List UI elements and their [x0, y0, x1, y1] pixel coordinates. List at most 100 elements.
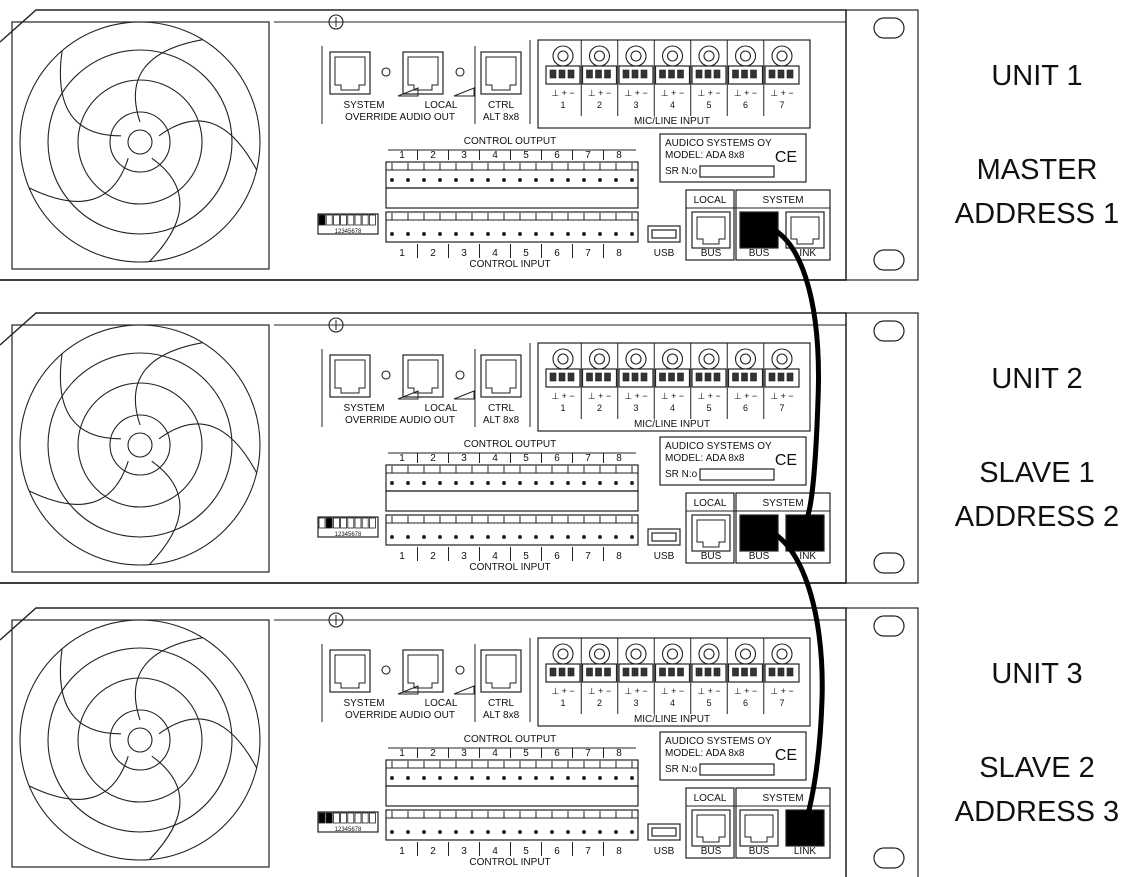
unit-3-address: ADDRESS 3	[940, 793, 1134, 831]
mic-pin-markings: ⊥ + −	[770, 391, 793, 401]
mic-connector-pin	[669, 373, 675, 381]
dip-switch-6	[355, 518, 361, 528]
mic-gain-knob-center-4	[668, 354, 678, 364]
mic-connector-pin	[733, 70, 739, 78]
fan-blade-strut	[60, 51, 121, 136]
local-bus-label: BUS	[701, 846, 722, 857]
control-input-screw	[407, 233, 410, 236]
fan-guard-ring-2	[78, 678, 202, 802]
mic-pin-markings: ⊥ + −	[734, 686, 757, 696]
mic-connector-pin	[714, 373, 720, 381]
mic-connector-pin	[778, 668, 784, 676]
control-input-screw	[455, 831, 458, 834]
mic-pin-markings: ⊥ + −	[551, 686, 574, 696]
dip-switch-8	[369, 813, 375, 823]
control-input-screw	[583, 536, 586, 539]
mic-connector-pin	[550, 373, 556, 381]
mic-connector-pin	[641, 668, 647, 676]
fan-guard-ring-2	[78, 383, 202, 507]
override-local-trim-icon	[456, 68, 464, 76]
ce-mark: CE	[775, 747, 797, 764]
control-output-screw	[455, 777, 458, 780]
control-input-screw	[519, 233, 522, 236]
override-system-port	[330, 355, 370, 397]
control-input-screw	[599, 233, 602, 236]
dip-switch-numbers: 12345678	[335, 532, 362, 538]
mic-gain-knob-center-4	[668, 649, 678, 659]
mic-connector-pin	[669, 70, 675, 78]
control-input-number: 4	[492, 248, 498, 259]
ctrl-alt-port-socket	[486, 655, 516, 688]
mic-connector-pin	[787, 373, 793, 381]
dip-switch-5	[348, 518, 354, 528]
control-input-number: 4	[492, 846, 498, 857]
system-header-label: SYSTEM	[762, 793, 803, 804]
control-input-screw	[471, 233, 474, 236]
ctrl-alt-port	[481, 355, 521, 397]
mic-connector-pin	[605, 668, 611, 676]
unit-1-label: UNIT 1	[940, 57, 1134, 95]
dip-switch-6	[355, 215, 361, 225]
mic-line-input-label: MIC/LINE INPUT	[634, 419, 710, 430]
fan-guard-frame	[12, 325, 269, 572]
mic-pin-markings: ⊥ + −	[661, 391, 684, 401]
mic-channel-number: 4	[670, 698, 675, 708]
control-input-screw	[487, 233, 490, 236]
control-output-number: 8	[616, 150, 622, 161]
control-input-screw	[503, 831, 506, 834]
mic-pin-markings: ⊥ + −	[734, 391, 757, 401]
control-output-screw	[407, 482, 410, 485]
control-output-screw	[471, 777, 474, 780]
control-input-number: 2	[430, 551, 436, 562]
control-output-screw	[631, 482, 634, 485]
override-group-label: OVERRIDE AUDIO OUT	[345, 112, 455, 123]
control-output-number: 5	[523, 748, 529, 759]
mic-gain-knob-4	[663, 644, 683, 664]
ctrl-alt-port	[481, 650, 521, 692]
rack-ear	[846, 608, 918, 877]
rack-ear-slot-top	[874, 18, 904, 38]
override-system-label: SYSTEM	[343, 100, 384, 111]
system-header-label: SYSTEM	[762, 498, 803, 509]
control-output-screw	[423, 179, 426, 182]
mic-gain-knob-5	[699, 349, 719, 369]
fan-guard-ring-3	[48, 648, 232, 832]
mic-gain-knob-center-3	[631, 649, 641, 659]
fan-hub	[128, 130, 152, 154]
override-group-label: OVERRIDE AUDIO OUT	[345, 710, 455, 721]
dip-switch-1	[319, 518, 325, 528]
mic-pin-markings: ⊥ + −	[588, 686, 611, 696]
system-bus-port-socket	[745, 815, 773, 842]
dip-switch-7	[362, 518, 368, 528]
override-system-port-socket	[335, 655, 365, 688]
usb-label: USB	[654, 846, 675, 857]
mic-connector-pin	[751, 668, 757, 676]
ctrl-alt-label: ALT 8x8	[483, 710, 520, 721]
system-level-wedge-icon	[398, 686, 418, 694]
unit-2-address: ADDRESS 2	[940, 498, 1134, 536]
mic-connector-pin	[596, 668, 602, 676]
mic-connector-pin	[696, 668, 702, 676]
mic-channel-number: 7	[779, 100, 784, 110]
mic-gain-knob-center-2	[595, 649, 605, 659]
control-input-screw	[567, 536, 570, 539]
fan-hub	[128, 728, 152, 752]
control-output-screw	[599, 482, 602, 485]
mic-connector-pin	[678, 373, 684, 381]
mic-gain-knob-center-6	[741, 354, 751, 364]
control-output-screw	[407, 777, 410, 780]
control-output-screw	[487, 482, 490, 485]
mic-connector-pin	[751, 373, 757, 381]
mic-connector-pin	[742, 373, 748, 381]
mic-pin-markings: ⊥ + −	[588, 391, 611, 401]
mic-gain-knob-5	[699, 644, 719, 664]
local-bus-label: BUS	[701, 248, 722, 259]
control-output-screw	[519, 179, 522, 182]
control-output-screw	[535, 482, 538, 485]
control-output-screw	[455, 179, 458, 182]
dip-switch-7	[362, 813, 368, 823]
mic-connector-pin	[559, 70, 565, 78]
control-output-screw	[631, 777, 634, 780]
control-input-screw	[471, 831, 474, 834]
mic-connector-pin	[778, 70, 784, 78]
